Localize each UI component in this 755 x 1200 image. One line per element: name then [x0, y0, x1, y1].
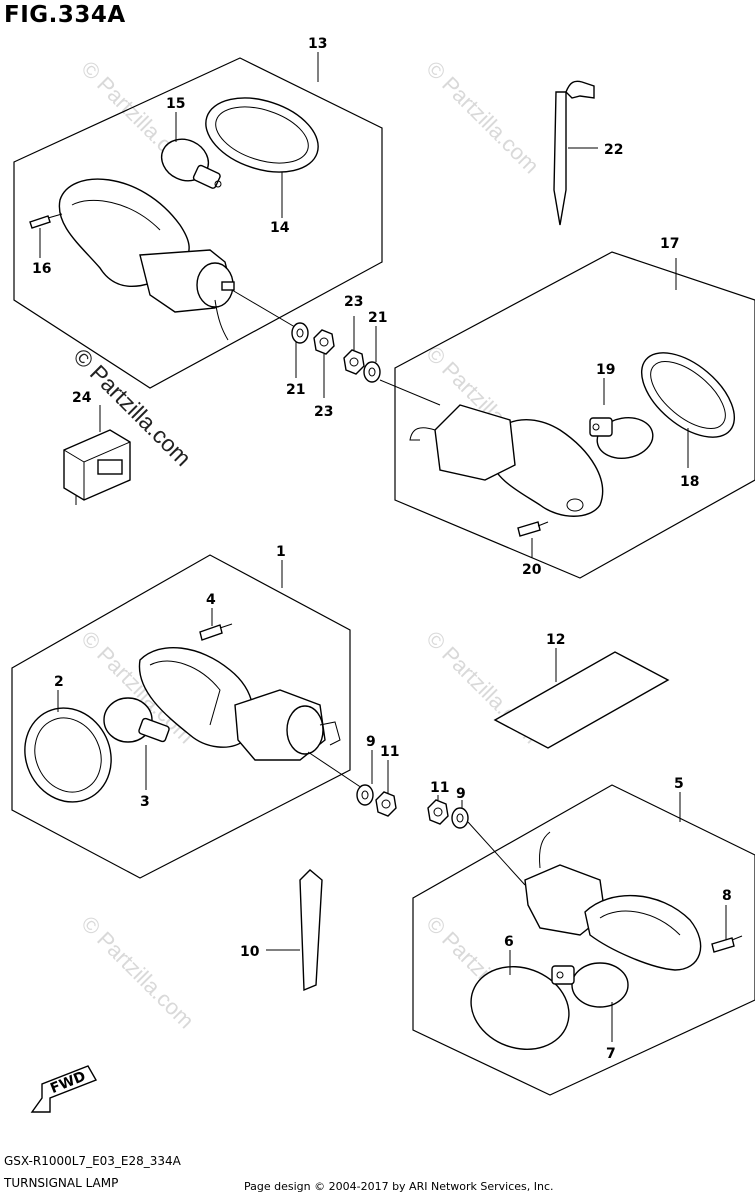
screw-4 [199, 623, 233, 641]
callout-19: 19 [596, 362, 615, 378]
bulb-15 [160, 138, 222, 189]
callout-23-bottom: 23 [314, 404, 333, 420]
copyright-notice: Page design © 2004-2017 by ARI Network S… [244, 1180, 554, 1193]
screw-16 [29, 213, 63, 229]
lens-18 [640, 352, 736, 438]
callout-21-left: 21 [286, 382, 305, 398]
lens-2 [24, 707, 112, 803]
figure-code: GSX-R1000L7_E03_E28_334A [4, 1154, 181, 1168]
callout-15: 15 [166, 96, 185, 112]
lens-14 [205, 97, 319, 173]
hardware-21-23 [291, 316, 441, 406]
bulb-19 [589, 417, 654, 459]
leader-lines-1 [57, 560, 283, 790]
callout-9-left: 9 [366, 734, 376, 750]
callout-6: 6 [504, 934, 514, 950]
callout-12: 12 [546, 632, 565, 648]
label-12 [493, 648, 670, 749]
callout-11-left: 11 [380, 744, 399, 760]
boundary-assembly-13 [13, 57, 383, 389]
leader-lines-17 [531, 258, 689, 558]
assembly-boundaries [11, 57, 755, 1096]
callout-17: 17 [660, 236, 679, 252]
turn-signal-lamp-1 [138, 647, 363, 789]
leader-lines-5 [509, 792, 727, 1042]
fwd-arrow-label: FWD [48, 1069, 88, 1098]
callout-5: 5 [674, 776, 684, 792]
callout-24: 24 [72, 390, 92, 406]
watermark-text: © Partzilla.com [421, 56, 544, 179]
fwd-arrow: FWD [30, 1065, 98, 1113]
callout-14: 14 [270, 220, 290, 236]
bulb-3 [103, 697, 170, 743]
callout-10: 10 [240, 944, 260, 960]
turn-signal-lamp-5 [524, 831, 702, 971]
callout-4: 4 [206, 592, 216, 608]
boundary-assembly-1 [11, 554, 351, 879]
hardware-9-11-right [427, 795, 526, 886]
screw-20 [517, 521, 549, 537]
turn-signal-lamp-13 [58, 178, 301, 341]
callout-1: 1 [276, 544, 286, 560]
callout-3: 3 [140, 794, 150, 810]
turn-signal-lamp-17 [409, 404, 604, 517]
relay-24 [63, 405, 131, 505]
callout-11-right: 11 [430, 780, 449, 796]
watermark-text: © Partzilla.com [76, 911, 199, 1034]
figure-title: FIG.334A [4, 2, 126, 28]
callout-20: 20 [522, 562, 542, 578]
callout-9-right: 9 [456, 786, 466, 802]
callout-18: 18 [680, 474, 699, 490]
figure-subtitle: TURNSIGNAL LAMP [4, 1176, 119, 1190]
bracket-10 [266, 869, 323, 992]
boundary-assembly-5 [412, 784, 755, 1096]
callout-21-right: 21 [368, 310, 387, 326]
bulb-7 [551, 962, 629, 1008]
callout-labels: 13 15 14 16 22 17 23 21 21 23 24 19 18 2… [32, 36, 732, 1062]
callout-2: 2 [54, 674, 64, 690]
callout-8: 8 [722, 888, 732, 904]
lens-6 [470, 966, 570, 1050]
clip-22 [553, 80, 598, 226]
callout-23-top: 23 [344, 294, 363, 310]
callout-16: 16 [32, 261, 51, 277]
hardware-9-11-left [356, 750, 397, 817]
screw-8 [711, 935, 743, 953]
boundary-assembly-17 [394, 251, 755, 579]
callout-22: 22 [604, 142, 623, 158]
leader-lines-13 [39, 52, 319, 258]
callout-13: 13 [308, 36, 327, 52]
callout-7: 7 [606, 1046, 616, 1062]
